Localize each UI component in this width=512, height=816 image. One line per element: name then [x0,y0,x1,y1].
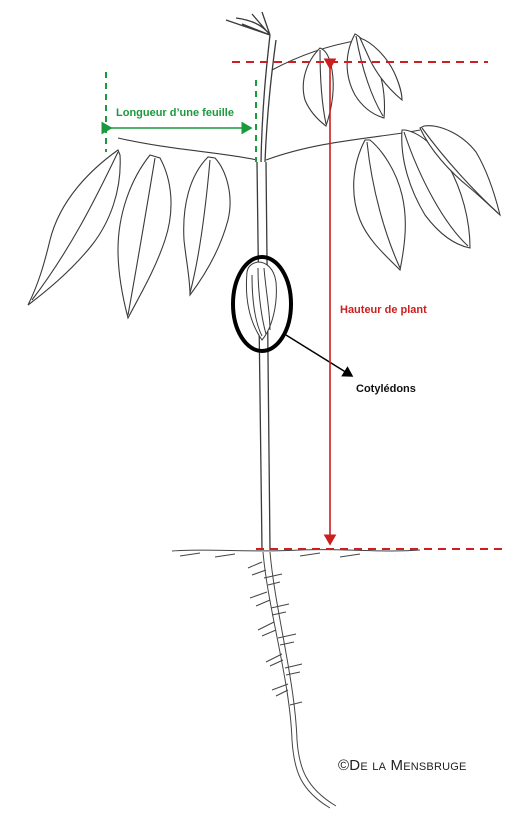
cotyledons-label: Cotylédons [356,383,416,395]
credit-m: M [390,757,403,774]
right-leaf [266,126,500,270]
root-system [248,552,336,808]
left-leaf [28,138,257,318]
copyright-credit: ©DE LA MENSBRUGE [338,757,467,774]
credit-e: E [360,761,368,773]
cotyledon-pointer-arrow [286,335,352,376]
credit-ensbruge: ENSBRUGE [403,761,466,773]
cotyledon-illustration [246,262,276,340]
credit-a: A [379,761,387,773]
credit-symbol: © [338,757,349,774]
credit-d: D [349,757,360,774]
plant-height-label: Hauteur de plant [340,304,427,316]
top-leaf [272,34,402,126]
ground-line [172,550,420,557]
leaf-length-label: Longueur d’une feuille [116,107,234,119]
